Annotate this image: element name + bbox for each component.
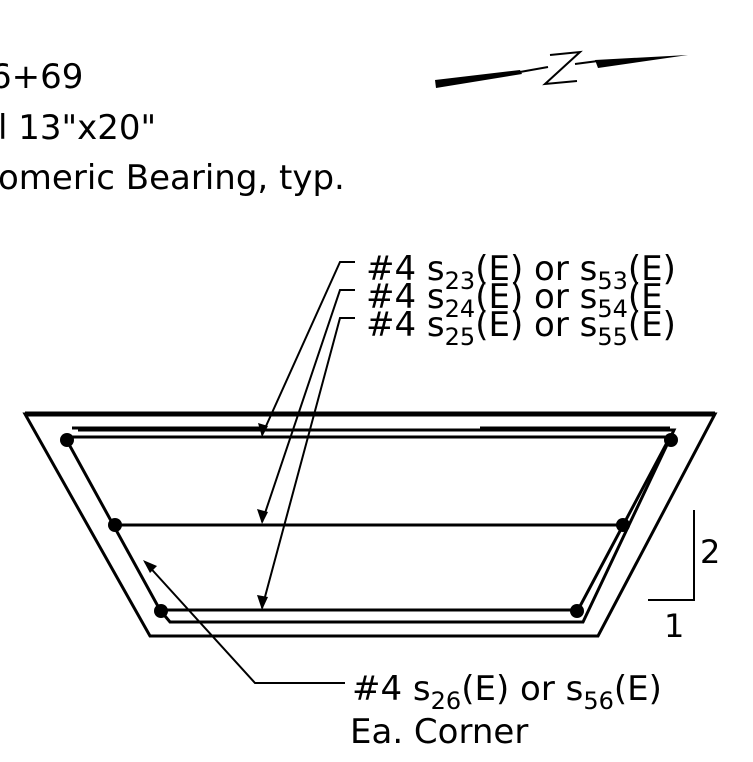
north-arrow-icon xyxy=(435,50,688,88)
corner-bar-top-right xyxy=(664,433,678,447)
callout-corner-note: Ea. Corner xyxy=(350,712,528,752)
note-bearing: omeric Bearing, typ. xyxy=(0,158,345,198)
leader-s25 xyxy=(257,317,355,610)
corner-bar-mid-right xyxy=(616,518,630,532)
callout-s24: #4 s24(E) or s54(E xyxy=(366,277,663,323)
slope-indicator: 2 1 xyxy=(648,510,720,645)
callout-s25: #4 s25(E) or s55(E) xyxy=(366,305,676,351)
slope-rise: 2 xyxy=(700,533,720,571)
note-station: 6+69 xyxy=(0,57,83,97)
stirrup-bar-outer xyxy=(78,428,677,624)
callout-s26: #4 s26(E) or s56(E) xyxy=(352,669,662,715)
leader-s26-corner xyxy=(143,560,345,684)
corner-bar-mid-left xyxy=(108,518,122,532)
leader-s24 xyxy=(257,289,355,524)
slope-run: 1 xyxy=(664,607,684,645)
corner-bar-bottom-left xyxy=(154,604,168,618)
north-label-n xyxy=(542,50,583,86)
corner-bar-bottom-right xyxy=(570,604,584,618)
corner-bar-top-left xyxy=(60,433,74,447)
leader-s23 xyxy=(258,261,355,437)
note-pad-size: l 13"x20" xyxy=(0,108,156,148)
callout-s23: #4 s23(E) or s53(E) xyxy=(366,249,676,295)
